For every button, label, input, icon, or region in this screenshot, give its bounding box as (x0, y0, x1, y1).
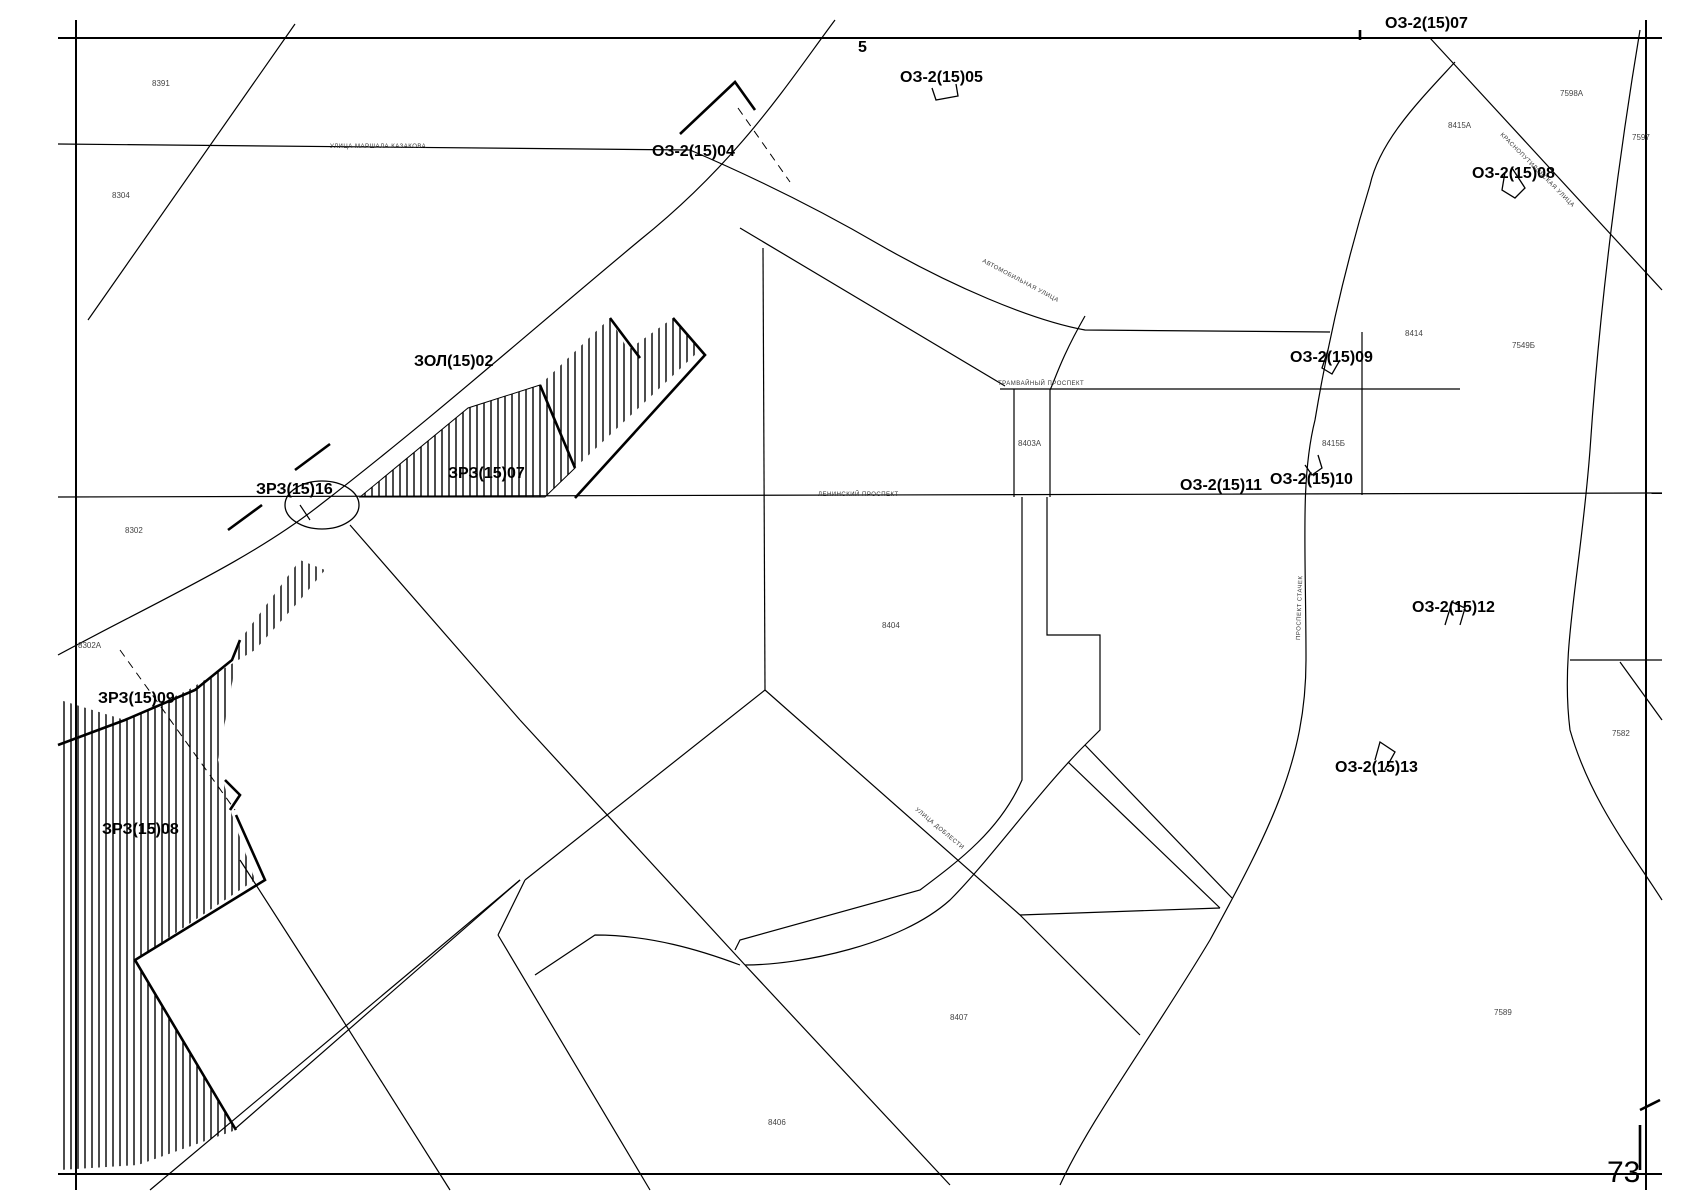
zone-label-zol-02: ЗОЛ(15)02 (414, 353, 493, 370)
zone-label-zrz-08: ЗРЗ(15)08 (102, 821, 179, 838)
zone-label-o3-07-top: ОЗ-2(15)07 (1385, 15, 1468, 32)
street-label-avtomob: АВТОМОБИЛЬНАЯ УЛИЦА (981, 258, 1059, 303)
zone-label-o3-10: ОЗ-2(15)10 (1270, 471, 1353, 488)
zone-boundaries (57, 30, 1661, 1170)
zone-label-zrz-09: ЗРЗ(15)09 (98, 690, 175, 707)
zone-label-zrz-07: ЗРЗ(15)07 (448, 465, 525, 482)
parcel-boundaries (57, 19, 1663, 1191)
street-label-stachek: ПРОСПЕКТ СТАЧЕК (1296, 575, 1304, 640)
parcel-label: 8415А (1448, 121, 1472, 130)
parcel-label: 8407 (950, 1013, 968, 1022)
zone-label-o3-13: ОЗ-2(15)13 (1335, 759, 1418, 776)
north-marker: 5 (858, 39, 867, 56)
parcel-label: 7582 (1612, 729, 1630, 738)
hatched-zones (60, 318, 700, 1170)
parcel-label: 8403А (1018, 439, 1042, 448)
zone-label-o3-08: ОЗ-2(15)08 (1472, 165, 1555, 182)
street-label-marshal: УЛИЦА МАРШАЛА КАЗАКОВА (330, 144, 426, 150)
sheet-frame (58, 20, 1662, 1190)
zone-label-o3-12: ОЗ-2(15)12 (1412, 599, 1495, 616)
zone-markers (931, 83, 1526, 771)
parcel-label: 8406 (768, 1118, 786, 1127)
parcel-label: 8302 (125, 526, 143, 535)
parcel-labels: 8391 8304 8302 8302А 8415А 8414 8403А 84… (78, 79, 1650, 1127)
street-label-tramvay: ТРАМВАЙНЫЙ ПРОСПЕКТ (998, 379, 1084, 387)
zone-labels: ОЗ-2(15)05 ОЗ-2(15)04 ОЗ-2(15)08 ОЗ-2(15… (98, 15, 1555, 838)
street-label-leninsky: ЛЕНИНСКИЙ ПРОСПЕКТ (818, 490, 899, 498)
parcel-label: 8302А (78, 641, 102, 650)
zone-label-o3-09: ОЗ-2(15)09 (1290, 349, 1373, 366)
parcel-label: 8391 (152, 79, 170, 88)
parcel-label: 8415Б (1322, 439, 1345, 448)
zone-label-o3-11: ОЗ-2(15)11 (1180, 477, 1262, 494)
zrz-08-09-area (60, 560, 325, 1170)
parcel-label: 7589 (1494, 1008, 1512, 1017)
zone-label-o3-04: ОЗ-2(15)04 (652, 143, 735, 160)
zone-label-o3-05: ОЗ-2(15)05 (900, 69, 983, 86)
zrz-07-upper-area (540, 318, 700, 468)
parcel-label: 7549Б (1512, 341, 1535, 350)
parcel-label: 7598А (1560, 89, 1584, 98)
parcel-label: 8414 (1405, 329, 1423, 338)
parcel-label: 8404 (882, 621, 900, 630)
parcel-label: 8304 (112, 191, 130, 200)
parcel-label: 7597 (1632, 133, 1650, 142)
zone-label-zrz-16: ЗРЗ(15)16 (256, 481, 333, 498)
sheet-number: 73 (1607, 1156, 1640, 1189)
